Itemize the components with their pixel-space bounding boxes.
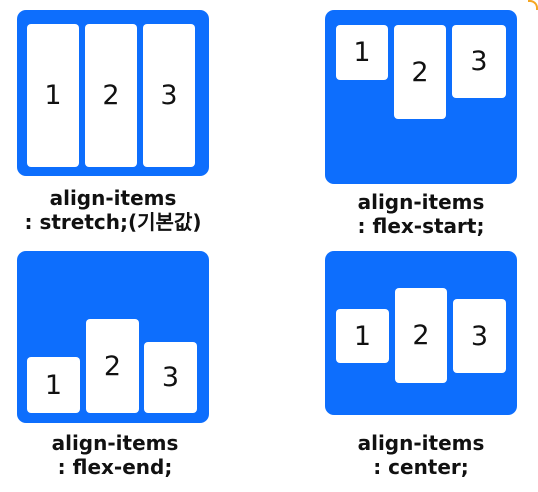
flex-item-2: 2 (394, 25, 446, 119)
flex-item-3: 3 (144, 342, 197, 413)
caption-line-2: : stretch;(기본값) (24, 210, 202, 234)
flex-end-container: 1 2 3 (17, 251, 209, 423)
stretch-container: 1 2 3 (17, 10, 209, 176)
flex-item-1: 1 (336, 309, 389, 363)
flex-item-1: 1 (336, 25, 388, 80)
caption-line-2: : flex-end; (57, 455, 173, 479)
center-caption: align-items : center; (321, 431, 521, 479)
caption-line-2: : center; (373, 455, 469, 479)
flex-item-3: 3 (453, 299, 506, 373)
center-container: 1 2 3 (325, 251, 517, 415)
caption-line-1: align-items (357, 190, 485, 214)
corner-decoration (528, 0, 538, 10)
flex-item-1: 1 (27, 357, 80, 413)
caption-line-1: align-items (357, 431, 485, 455)
flex-start-container: 1 2 3 (325, 10, 517, 184)
caption-line-2: : flex-start; (357, 214, 485, 238)
flex-end-caption: align-items : flex-end; (10, 431, 220, 479)
flex-start-caption: align-items : flex-start; (321, 190, 521, 238)
flex-item-3: 3 (452, 25, 506, 98)
flex-item-2: 2 (395, 288, 447, 383)
stretch-caption: align-items : stretch;(기본값) (0, 186, 226, 234)
caption-line-1: align-items (49, 186, 177, 210)
flex-item-2: 2 (86, 319, 139, 413)
flex-item-3: 3 (143, 24, 195, 167)
flex-item-2: 2 (85, 24, 137, 167)
flex-item-1: 1 (27, 24, 79, 167)
caption-line-1: align-items (51, 431, 179, 455)
